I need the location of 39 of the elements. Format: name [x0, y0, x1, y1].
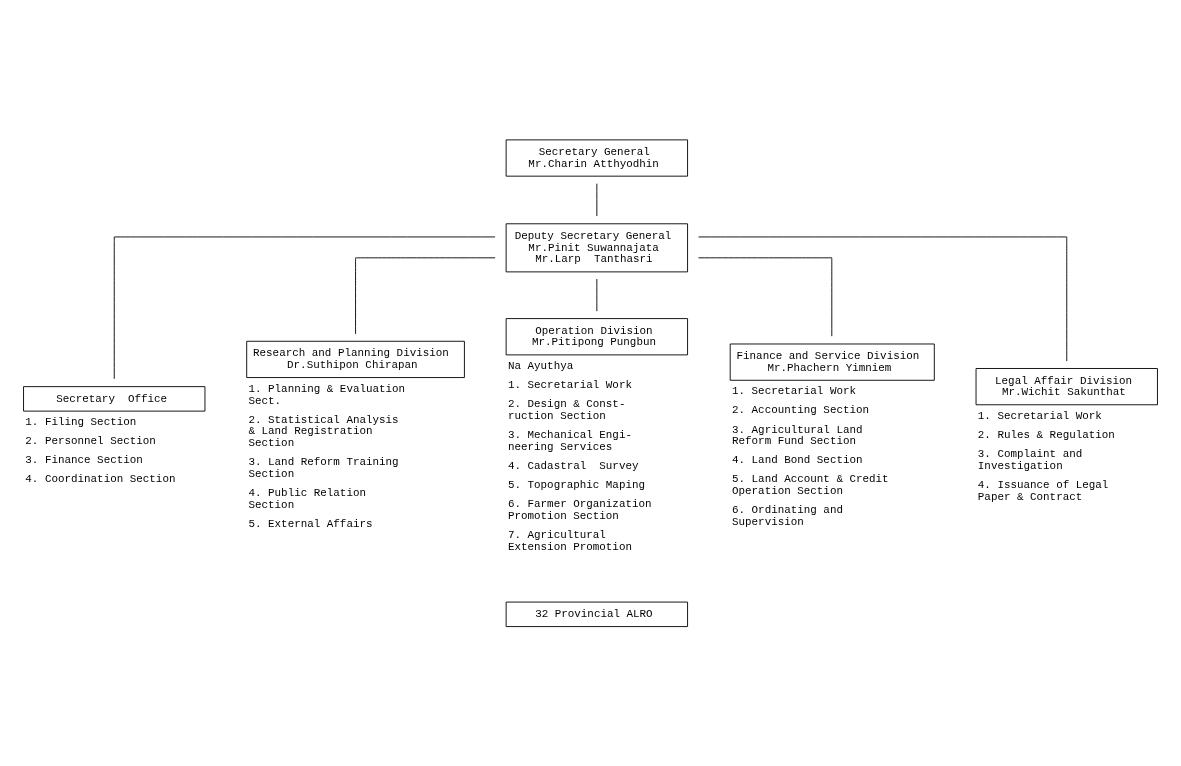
node-label: 7. Agricultural Extension Promotion: [507, 528, 632, 553]
node-label: 4. Cadastral Survey: [507, 459, 639, 472]
node-label: 4. Public Relation Section: [248, 487, 366, 511]
node-label: 3. Land Reform Training Section: [248, 456, 399, 480]
node-label: 2. Statistical Analysis & Land Registration Section: [248, 413, 399, 450]
node-label: 3. Complaint and Investigation: [977, 448, 1083, 472]
node-label: 1. Secretarial Work: [507, 379, 632, 392]
node-label: 5. External Affairs: [248, 517, 373, 530]
node-label: 3. Agricultural Land Reform Fund Section: [732, 423, 863, 448]
node-label: Na Ayuthya: [507, 360, 574, 373]
node-label: 5. Topographic Maping: [507, 478, 646, 491]
node-box: Legal Affair Division Mr.Wichit Sakunthat: [975, 368, 1158, 406]
node-label: 2. Personnel Section: [25, 435, 156, 448]
node-label: 2. Accounting Section: [732, 404, 870, 417]
node-label: 5. Land Account & Credit Operation Section: [732, 473, 889, 498]
node-label: 3. Finance Section: [25, 454, 143, 467]
node-label: 1. Planning & Evaluation Sect.: [248, 382, 406, 407]
node-box: Secretary Office: [23, 386, 206, 412]
node-label: 6. Ordinating and Supervision: [732, 504, 843, 529]
node-box: Deputy Secretary General Mr.Pinit Suwannajata Mr.Larp Tanthasri: [505, 223, 688, 273]
node-label: 4. Issuance of Legal Paper & Contract: [977, 478, 1109, 503]
connector: [698, 257, 833, 337]
node-box: Finance and Service Division Mr.Phachern Yimniem: [729, 343, 935, 381]
node-label: 3. Mechanical Engi- neering Services: [507, 428, 632, 453]
node-label: 1. Secretarial Work: [977, 409, 1102, 422]
connector: [698, 236, 1068, 362]
connector: [113, 236, 496, 380]
node-label: 1. Secretarial Work: [732, 385, 857, 398]
node-label: 4. Coordination Section: [25, 473, 176, 486]
node-label: 6. Farmer Organization Promotion Section: [507, 497, 652, 522]
node-box: Research and Planning Division Dr.Suthipon Chirapan: [246, 340, 465, 378]
node-label: 2. Rules & Regulation: [977, 428, 1115, 441]
connector: [355, 257, 496, 335]
node-box: Operation Division Mr.Pitipong Pungbun: [505, 318, 688, 356]
node-label: 2. Design & Const- ruction Section: [507, 398, 626, 422]
node-box: Secretary General Mr.Charin Atthyodhin: [505, 139, 688, 177]
node-label: 1. Filing Section: [25, 416, 137, 429]
node-label: 4. Land Bond Section: [732, 454, 863, 467]
node-box: 32 Provincial ALRO: [505, 601, 688, 628]
